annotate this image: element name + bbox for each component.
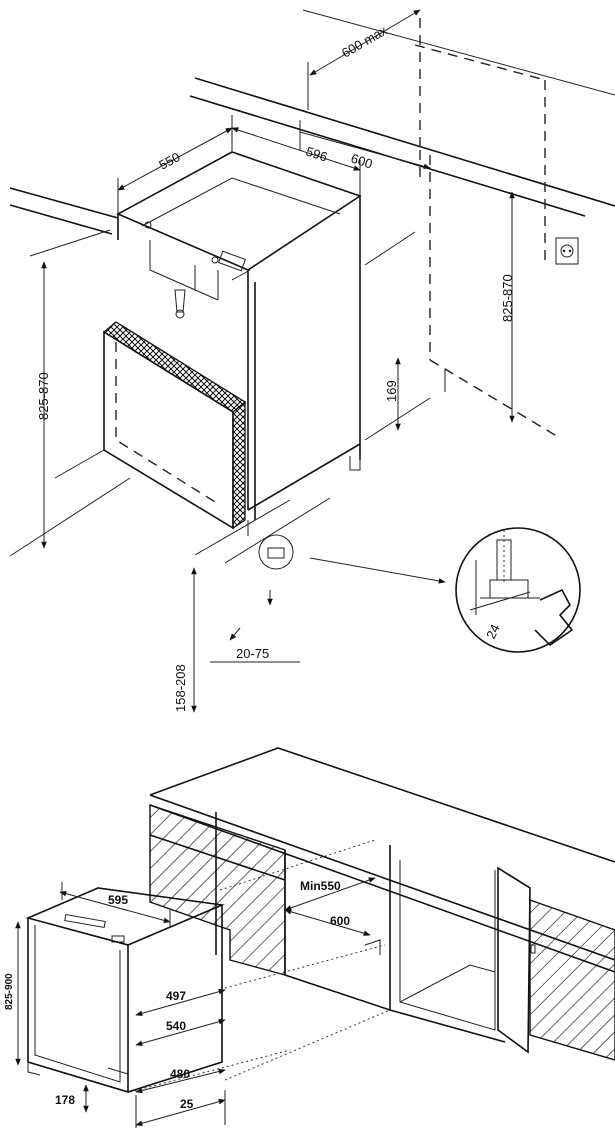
dim-25: 25 bbox=[180, 1097, 194, 1111]
dim-600-bottom: 600 bbox=[330, 914, 350, 928]
bottom-dimension-lines bbox=[15, 877, 376, 1128]
dim-825-870-left: 825-870 bbox=[36, 372, 51, 420]
foot-detail bbox=[258, 527, 581, 653]
dim-600: 600 bbox=[349, 151, 374, 172]
hatched-cabinets bbox=[149, 804, 615, 1061]
dim-min550: Min550 bbox=[300, 879, 341, 893]
projection-lines bbox=[129, 839, 391, 1093]
dim-480: 480 bbox=[170, 1067, 190, 1081]
top-dimension-labels: 600 max 550 596 600 825-870 825-870 169 … bbox=[36, 22, 515, 712]
fridge-body bbox=[116, 151, 362, 536]
top-dimension-lines bbox=[29, 9, 515, 713]
dim-169: 169 bbox=[384, 380, 399, 402]
dim-20-75: 20-75 bbox=[236, 646, 269, 661]
dim-600-max: 600 max bbox=[339, 22, 390, 60]
power-socket-icon bbox=[555, 237, 579, 265]
dim-550: 550 bbox=[156, 149, 182, 172]
top-diagram: 600 max 550 596 600 825-870 825-870 169 … bbox=[9, 9, 615, 713]
dim-825-870-right: 825-870 bbox=[500, 274, 515, 322]
dim-158-208: 158-208 bbox=[173, 664, 188, 712]
bottom-dimension-labels: 595 Min550 600 825-900 497 540 480 178 2… bbox=[4, 879, 350, 1111]
undercounter-fridge bbox=[25, 887, 225, 1094]
bottom-diagram: 595 Min550 600 825-900 497 540 480 178 2… bbox=[4, 747, 615, 1128]
worktop-lines bbox=[9, 9, 615, 235]
dim-596: 596 bbox=[304, 144, 329, 165]
dim-540: 540 bbox=[166, 1019, 186, 1033]
door-panel bbox=[102, 321, 247, 530]
dim-595: 595 bbox=[108, 893, 128, 907]
dim-24: 24 bbox=[483, 622, 503, 641]
dim-178: 178 bbox=[55, 1093, 75, 1107]
niche bbox=[284, 845, 536, 1054]
dim-497: 497 bbox=[166, 989, 186, 1003]
dim-825-900: 825-900 bbox=[4, 973, 15, 1010]
niche-outline bbox=[299, 18, 561, 439]
